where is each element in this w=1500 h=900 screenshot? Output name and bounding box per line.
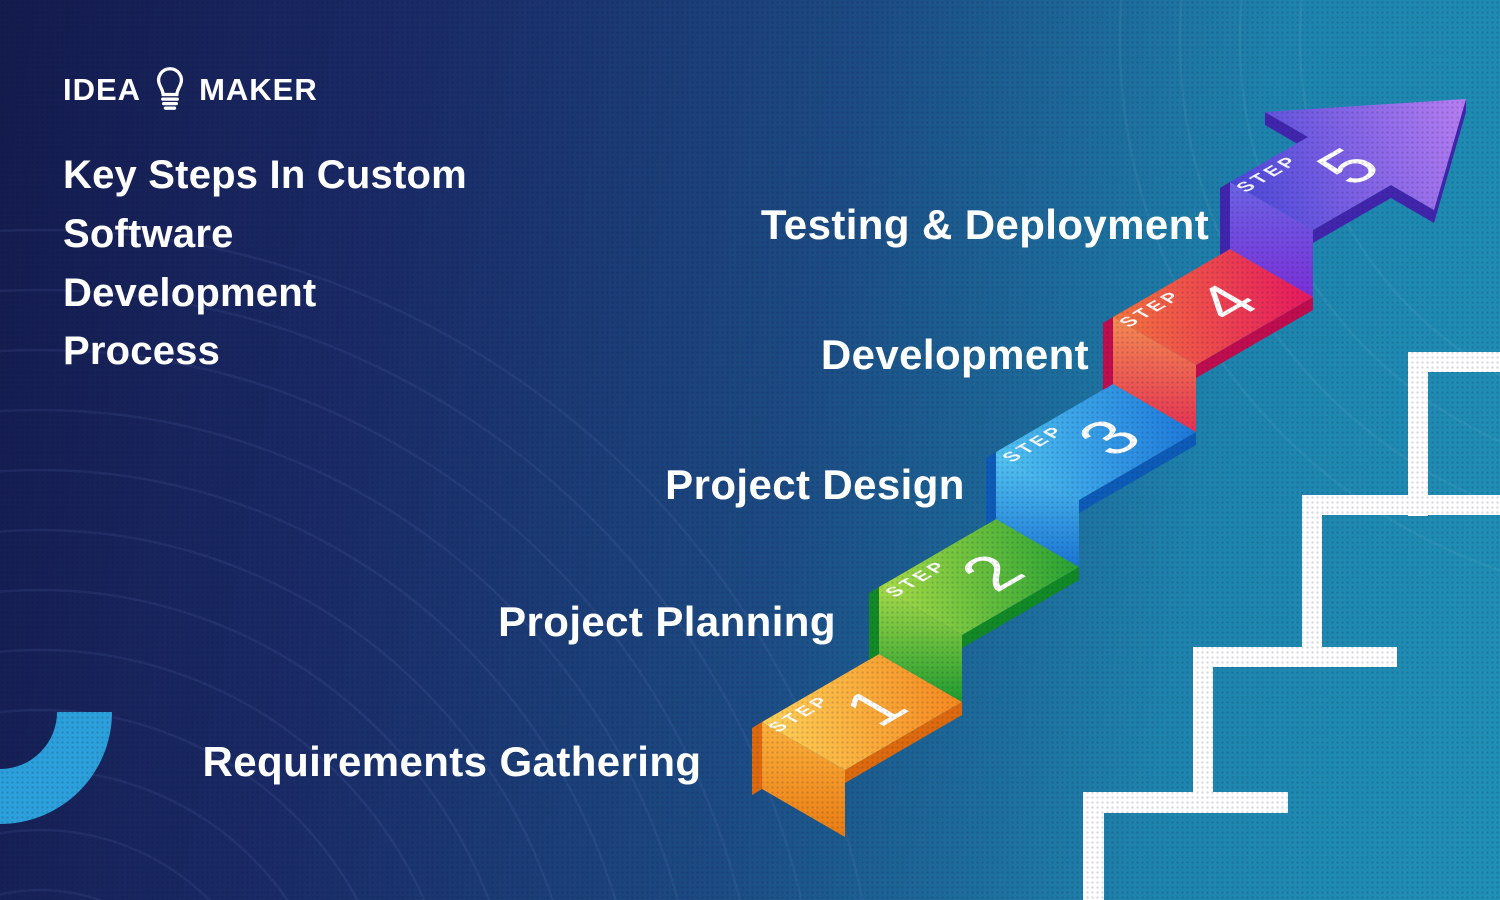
ribbon-step-4: STEP 4 (1103, 249, 1313, 432)
step5-shaft-edge (1313, 185, 1391, 243)
logo-text-maker: MAKER (199, 72, 318, 107)
step5-riser-side (1220, 182, 1230, 255)
step5-arrow-plank (1230, 99, 1466, 230)
ribbon-step-3: STEP 3 (986, 384, 1196, 567)
step1-riser-side (752, 722, 762, 795)
step4-label: Development (820, 331, 1090, 378)
step5-head-edge (1434, 99, 1466, 223)
page-title: Key Steps In Custom Software Development… (63, 153, 467, 374)
step5-notch-edge (1391, 185, 1434, 223)
step2-edge (962, 567, 1079, 648)
step2-plank (879, 519, 1079, 635)
step1-riser (762, 722, 845, 837)
lightbulb-icon (150, 64, 190, 116)
step1-edge (845, 702, 962, 783)
step3-label: Project Design (665, 461, 965, 508)
logo-text-idea: IDEA (63, 72, 142, 107)
step5-label: Testing & Deployment (760, 201, 1210, 248)
step2-riser (879, 587, 962, 702)
logo: IDEA MAKER (63, 64, 318, 116)
staircase-outline (1083, 352, 1500, 900)
step4-edge (1196, 297, 1313, 378)
step3-edge (1079, 432, 1196, 513)
step2-label: Project Planning (498, 598, 836, 645)
step1-plank (762, 654, 962, 770)
ribbon-staircase: STEP 1 STEP 2 (752, 99, 1466, 837)
ribbon-step-2: STEP 2 (869, 519, 1079, 702)
step3-plank (996, 384, 1196, 500)
step1-label: Requirements Gathering (202, 738, 702, 785)
step5-left-barb-edge (1265, 112, 1308, 150)
step3-riser (996, 452, 1079, 567)
step4-plank (1113, 249, 1313, 365)
step4-riser-side (1103, 317, 1113, 390)
step4-riser (1113, 317, 1196, 432)
accent-arc (0, 712, 112, 824)
step3-riser-side (986, 452, 996, 525)
step2-riser-side (869, 587, 879, 660)
wave-lines-top-right (1118, 0, 1500, 572)
step5-riser (1230, 182, 1313, 297)
